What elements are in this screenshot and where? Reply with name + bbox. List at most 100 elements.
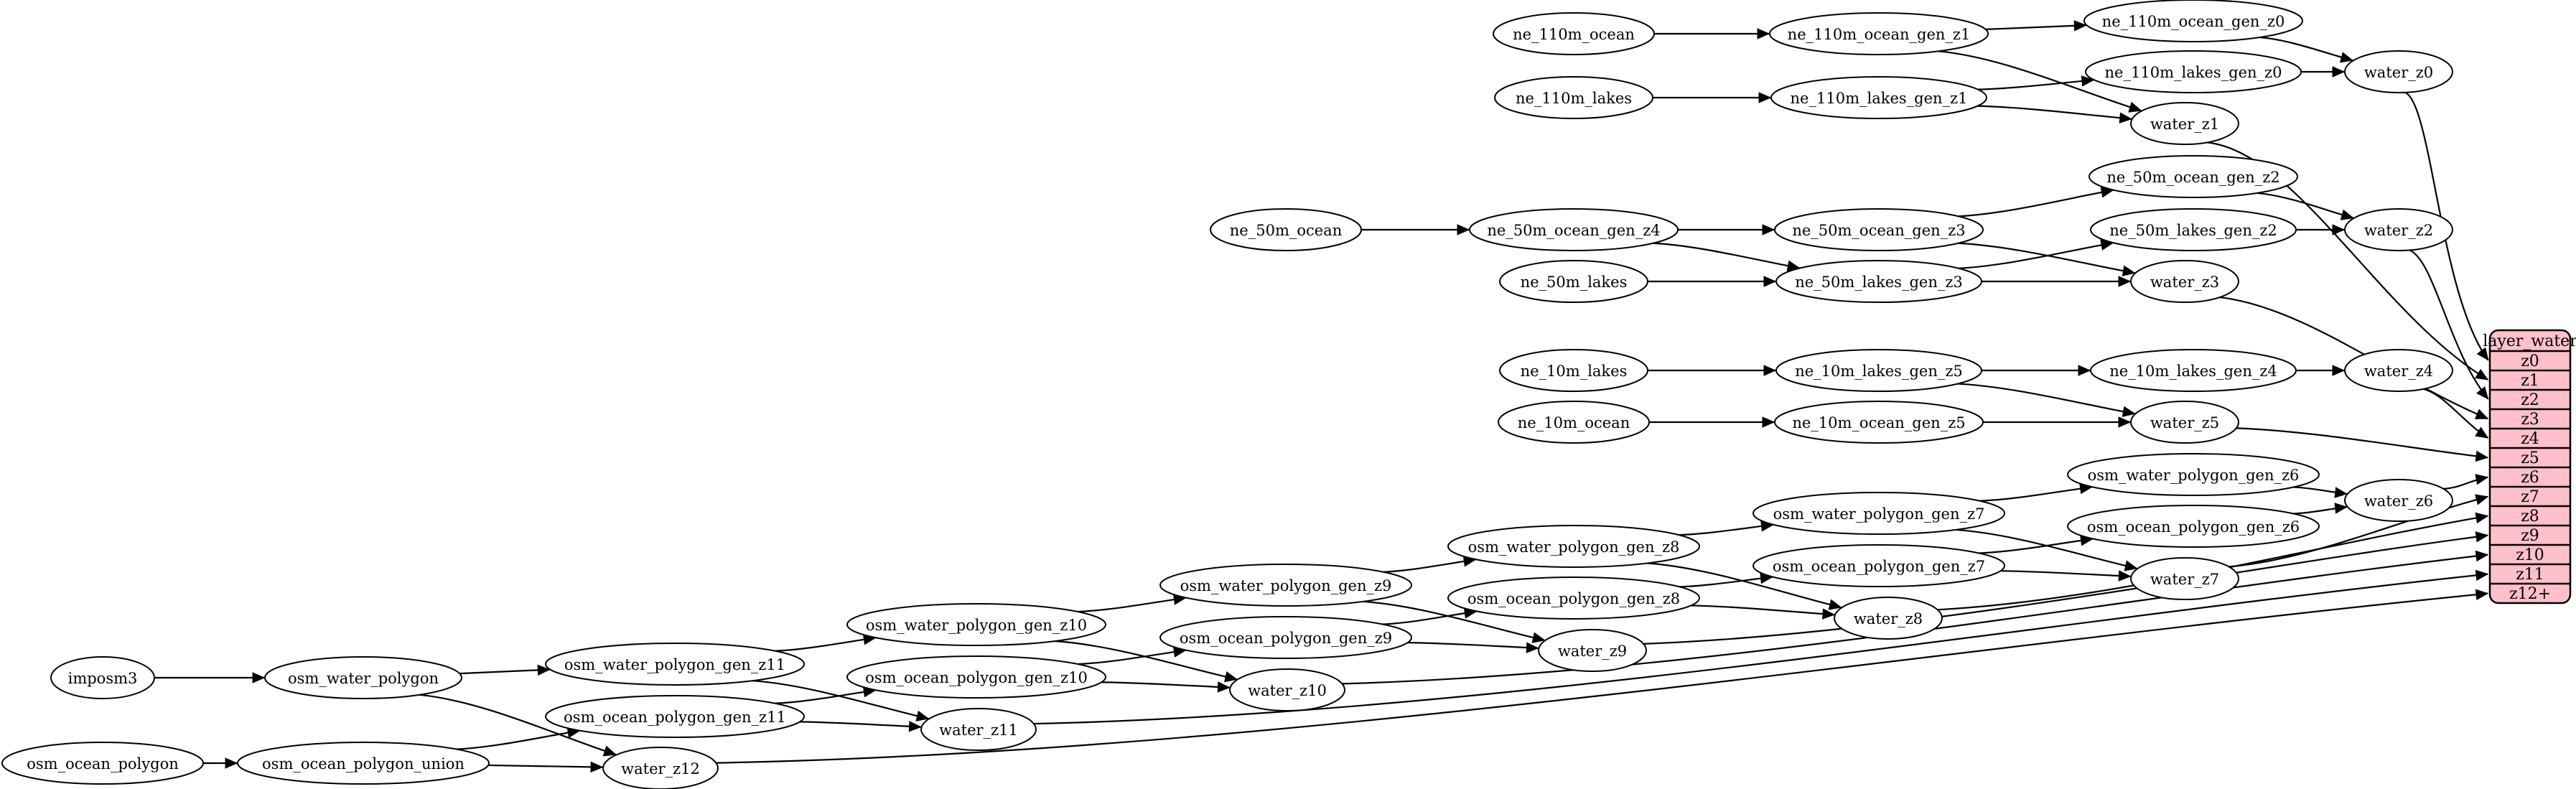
- node-ne_110m_lakes_gen_z0[interactable]: ne_110m_lakes_gen_z0: [2085, 50, 2302, 93]
- legend-row-z10[interactable]: z10: [2516, 546, 2544, 564]
- edge-arrowhead: [1822, 608, 1836, 620]
- node-shape: [1494, 76, 1653, 119]
- node-water_z4[interactable]: water_z4: [2344, 349, 2453, 392]
- node-osm_water_polygon_gen_z9[interactable]: osm_water_polygon_gen_z9: [1159, 564, 1412, 607]
- node-shape: [1498, 401, 1650, 444]
- node-ne_110m_lakes[interactable]: ne_110m_lakes: [1494, 76, 1653, 119]
- node-shape: [1493, 12, 1655, 55]
- edge-arrowhead: [2476, 347, 2489, 361]
- node-osm_ocean_polygon_gen_z10[interactable]: osm_ocean_polygon_gen_z10: [846, 655, 1106, 699]
- node-osm_water_polygon_gen_z10[interactable]: osm_water_polygon_gen_z10: [846, 603, 1106, 646]
- node-water_z7[interactable]: water_z7: [2130, 557, 2239, 600]
- node-water_z0[interactable]: water_z0: [2344, 50, 2453, 93]
- node-osm_water_polygon_gen_z7[interactable]: osm_water_polygon_gen_z7: [1753, 492, 2005, 535]
- node-shape: [2130, 260, 2239, 303]
- node-label: ne_110m_ocean: [1513, 26, 1635, 43]
- legend-row-z8[interactable]: z8: [2521, 508, 2539, 526]
- node-water_z3[interactable]: water_z3: [2130, 260, 2239, 303]
- node-osm_water_polygon_gen_z11[interactable]: osm_water_polygon_gen_z11: [545, 643, 805, 686]
- edge-arrowhead: [2475, 531, 2489, 543]
- edge-arrowhead: [2475, 589, 2489, 600]
- node-shape: [2130, 102, 2239, 145]
- node-label: osm_water_polygon: [288, 670, 439, 687]
- edge-arrowhead: [2081, 75, 2095, 87]
- legend-row-z6[interactable]: z6: [2521, 469, 2539, 487]
- node-shape: [1, 742, 204, 785]
- node-osm_ocean_polygon_gen_z11[interactable]: osm_ocean_polygon_gen_z11: [545, 695, 805, 738]
- node-ne_10m_lakes[interactable]: ne_10m_lakes: [1499, 349, 1648, 392]
- node-water_z2[interactable]: water_z2: [2344, 208, 2453, 251]
- node-shape: [1469, 208, 1679, 251]
- node-osm_ocean_polygon[interactable]: osm_ocean_polygon: [1, 742, 204, 785]
- edge-ne_50m_ocean_gen_z3-to-ne_50m_ocean_gen_z2: [1958, 189, 2114, 218]
- node-ne_10m_lakes_gen_z5[interactable]: ne_10m_lakes_gen_z5: [1775, 349, 1982, 392]
- node-osm_water_polygon_gen_z8[interactable]: osm_water_polygon_gen_z8: [1447, 525, 1700, 568]
- node-osm_ocean_polygon_union[interactable]: osm_ocean_polygon_union: [237, 742, 490, 785]
- node-ne_50m_ocean_gen_z2[interactable]: ne_50m_ocean_gen_z2: [2089, 155, 2298, 198]
- node-osm_ocean_polygon_gen_z6[interactable]: osm_ocean_polygon_gen_z6: [2067, 505, 2320, 548]
- legend-row-z7[interactable]: z7: [2521, 488, 2539, 506]
- legend-row-z1[interactable]: z1: [2521, 372, 2539, 390]
- node-water_z12[interactable]: water_z12: [602, 747, 719, 789]
- edge-arrowhead: [1762, 224, 1775, 235]
- node-osm_ocean_polygon_gen_z9[interactable]: osm_ocean_polygon_gen_z9: [1159, 616, 1412, 659]
- node-shape: [2130, 557, 2239, 600]
- node-water_z5[interactable]: water_z5: [2130, 401, 2239, 444]
- node-osm_water_polygon_gen_z6[interactable]: osm_water_polygon_gen_z6: [2067, 453, 2320, 496]
- node-ne_50m_ocean[interactable]: ne_50m_ocean: [1210, 208, 1362, 251]
- edge-ne_50m_ocean_gen_z4-to-ne_50m_lakes_gen_z3: [1653, 242, 1800, 269]
- legend-row-z3[interactable]: z3: [2521, 411, 2539, 429]
- node-label: water_z3: [2150, 274, 2219, 291]
- edge-water_z5-to-layer_water_z5: [2236, 427, 2488, 459]
- node-ne_50m_ocean_gen_z3[interactable]: ne_50m_ocean_gen_z3: [1774, 208, 1984, 251]
- node-ne_10m_ocean_gen_z5[interactable]: ne_10m_ocean_gen_z5: [1774, 401, 1984, 444]
- node-water_z6[interactable]: water_z6: [2344, 479, 2453, 522]
- node-label: imposm3: [68, 670, 138, 687]
- legend-row-z0[interactable]: z0: [2521, 353, 2539, 370]
- node-ne_50m_lakes_gen_z2[interactable]: ne_50m_lakes_gen_z2: [2090, 208, 2297, 251]
- node-imposm3[interactable]: imposm3: [50, 656, 155, 699]
- node-ne_10m_lakes_gen_z4[interactable]: ne_10m_lakes_gen_z4: [2090, 349, 2297, 392]
- node-ne_10m_ocean[interactable]: ne_10m_ocean: [1498, 401, 1650, 444]
- legend-row-z12plus[interactable]: z12+: [2509, 585, 2551, 603]
- edge-water_z1-to-layer_water_z1: [2207, 141, 2488, 381]
- edge-ne_110m_lakes_gen_z1-to-ne_110m_lakes_gen_z0: [1978, 79, 2094, 90]
- node-label: water_z5: [2150, 414, 2219, 431]
- node-label: water_z11: [939, 722, 1018, 739]
- node-ne_110m_ocean[interactable]: ne_110m_ocean: [1493, 12, 1655, 55]
- node-ne_110m_ocean_gen_z1[interactable]: ne_110m_ocean_gen_z1: [1769, 12, 1989, 55]
- node-ne_50m_lakes_gen_z3[interactable]: ne_50m_lakes_gen_z3: [1775, 260, 1982, 303]
- node-water_z1[interactable]: water_z1: [2130, 102, 2239, 145]
- node-water_z11[interactable]: water_z11: [920, 708, 1037, 751]
- node-label: ne_50m_ocean_gen_z3: [1792, 222, 1965, 239]
- node-ne_110m_ocean_gen_z0[interactable]: ne_110m_ocean_gen_z0: [2083, 0, 2303, 42]
- edge-ne_110m_ocean_gen_z1-to-water_z1: [1938, 50, 2142, 112]
- node-label: osm_water_polygon_gen_z10: [866, 617, 1087, 634]
- node-water_z10[interactable]: water_z10: [1229, 668, 1345, 711]
- node-osm_ocean_polygon_gen_z8[interactable]: osm_ocean_polygon_gen_z8: [1447, 576, 1700, 620]
- edge-osm_ocean_polygon_gen_z10-to-water_z10: [1101, 681, 1230, 688]
- edge-arrowhead: [2334, 487, 2348, 498]
- node-ne_110m_lakes_gen_z1[interactable]: ne_110m_lakes_gen_z1: [1770, 76, 1987, 119]
- node-ne_50m_lakes[interactable]: ne_50m_lakes: [1499, 260, 1648, 303]
- node-shape: [1229, 668, 1345, 711]
- legend-row-z5[interactable]: z5: [2521, 449, 2539, 467]
- node-shape: [2344, 50, 2453, 93]
- node-osm_water_polygon[interactable]: osm_water_polygon: [264, 656, 462, 699]
- node-label: osm_water_polygon_gen_z7: [1773, 505, 1985, 523]
- node-ne_50m_ocean_gen_z4[interactable]: ne_50m_ocean_gen_z4: [1469, 208, 1679, 251]
- edge-arrowhead: [602, 745, 617, 757]
- edge-ne_110m_ocean_gen_z1-to-ne_110m_ocean_gen_z0: [1985, 24, 2086, 30]
- legend-row-z4[interactable]: z4: [2521, 430, 2539, 448]
- node-shape: [1447, 525, 1700, 568]
- node-shape: [237, 742, 490, 785]
- legend-row-z9[interactable]: z9: [2521, 527, 2539, 545]
- node-osm_ocean_polygon_gen_z7[interactable]: osm_ocean_polygon_gen_z7: [1753, 544, 2005, 587]
- node-label: osm_ocean_polygon_gen_z9: [1180, 630, 1392, 647]
- legend-row-z2[interactable]: z2: [2521, 391, 2539, 409]
- node-water_z8[interactable]: water_z8: [1834, 597, 1943, 640]
- node-water_z9[interactable]: water_z9: [1538, 629, 1647, 672]
- node-shape: [1499, 260, 1648, 303]
- edge-osm_water_polygon_gen_z10-to-osm_water_polygon_gen_z9: [1078, 597, 1186, 613]
- legend-row-z11[interactable]: z11: [2516, 566, 2544, 584]
